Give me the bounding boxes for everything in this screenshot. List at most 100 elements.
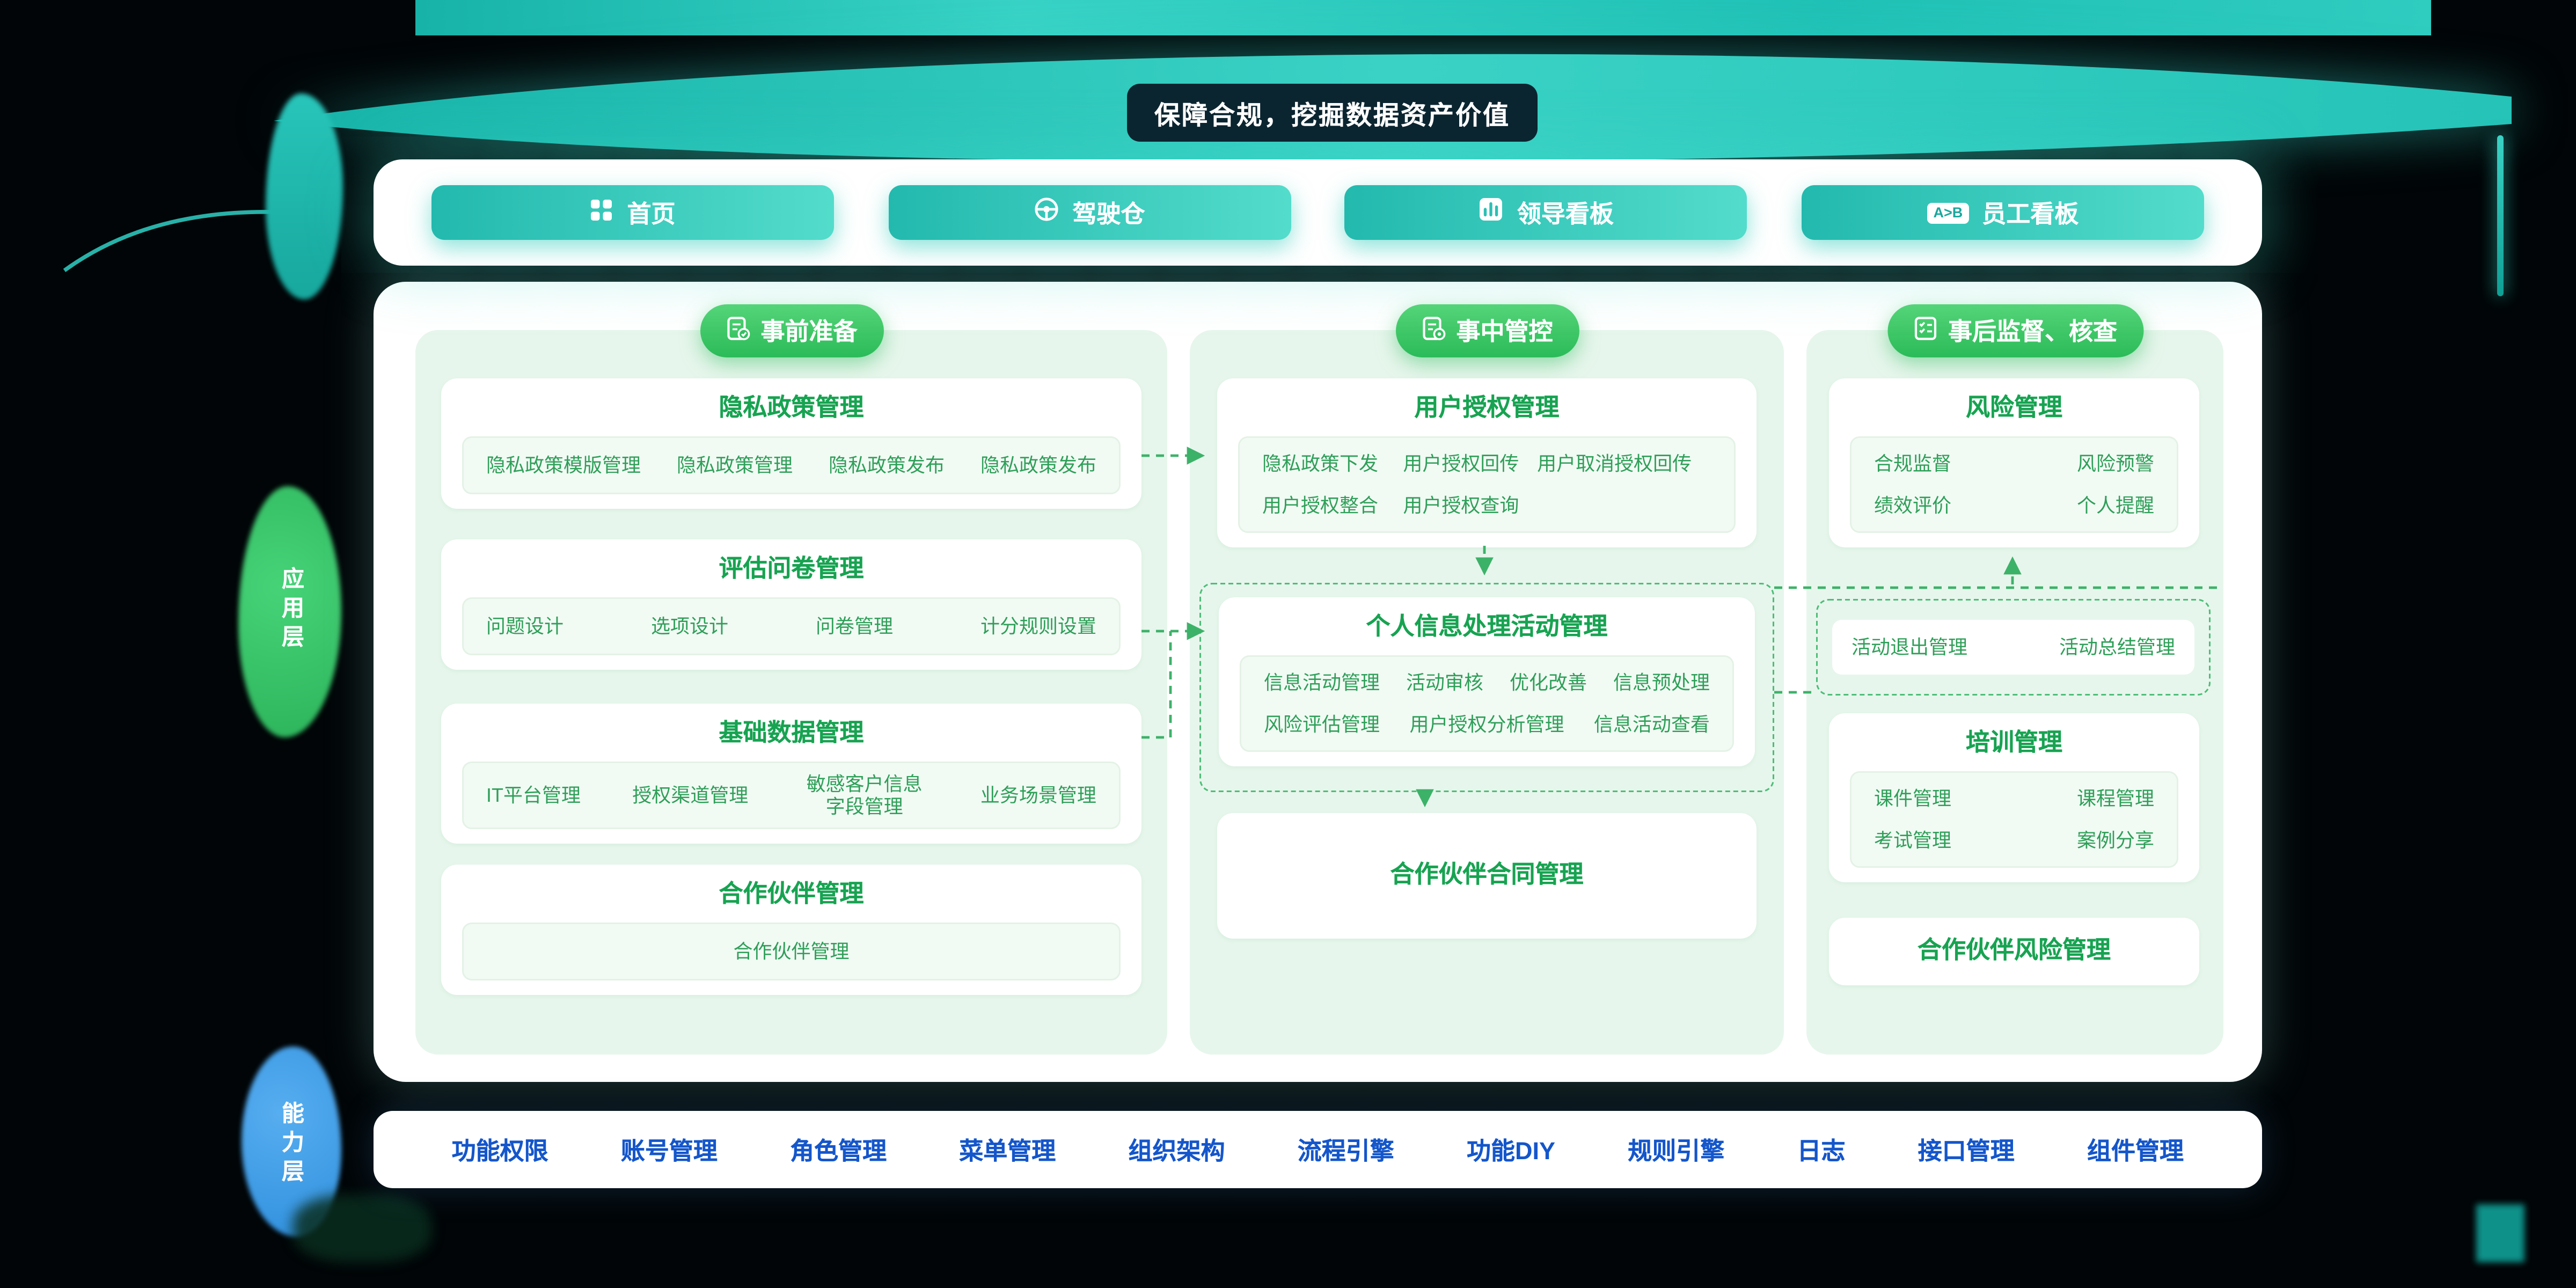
module-item: 业务场景管理: [980, 784, 1096, 807]
nav-button-home[interactable]: 首页: [431, 185, 834, 240]
module-item: 活动退出管理: [1851, 636, 1968, 658]
capability-item-accounts[interactable]: 账号管理: [620, 1137, 718, 1165]
module-item: 问题设计: [486, 615, 564, 638]
card-partner-contract: 合作伙伴合同管理: [1217, 813, 1757, 939]
module-item: 活动总结管理: [2059, 636, 2175, 658]
module-item: 用户授权查询: [1403, 494, 1519, 517]
column-header-post-supervision: 事后监督、核查: [1886, 304, 2143, 357]
module-item: 授权渠道管理: [632, 784, 749, 807]
module-item: 隐私政策发布: [828, 454, 945, 477]
column-pre-preparation: 事前准备 隐私政策管理 隐私政策模版管理 隐私政策管理 隐私政策发布 隐私政策发…: [415, 304, 1167, 1055]
module-item: 信息活动管理: [1264, 671, 1380, 694]
card-title: 用户授权管理: [1414, 394, 1560, 422]
card-assessment-questionnaire: 评估问卷管理 问题设计 选项设计 问卷管理 计分规则设置: [441, 539, 1141, 670]
ab-badge-icon: A>B: [1927, 202, 1970, 223]
module-item: 优化改善: [1509, 671, 1587, 694]
application-layer-blob: [238, 486, 341, 737]
nav-button-label: 驾驶仓: [1072, 200, 1145, 228]
card-title: 个人信息处理活动管理: [1366, 613, 1608, 641]
card-item-strip: IT平台管理 授权渠道管理 敏感客户信息字段管理 业务场景管理: [462, 762, 1121, 829]
capability-item-roles[interactable]: 角色管理: [790, 1137, 887, 1165]
capability-item-diy[interactable]: 功能DIY: [1467, 1137, 1556, 1165]
module-item: 信息预处理: [1613, 671, 1710, 694]
card-title: 评估问卷管理: [719, 555, 864, 583]
module-item: 个人提醒: [2076, 494, 2154, 517]
nav-button-label: 领导看板: [1517, 200, 1614, 228]
module-item: 案例分享: [2076, 829, 2154, 852]
card-partner-risk: 合作伙伴风险管理: [1829, 918, 2199, 985]
module-item: 计分规则设置: [980, 615, 1096, 638]
nav-button-label: 员工看板: [1982, 200, 2079, 228]
column-header-label: 事前准备: [760, 319, 858, 346]
card-title: 培训管理: [1965, 729, 2062, 757]
card-item-strip: 隐私政策下发 用户授权回传 用户取消授权回传 用户授权整合 用户授权查询: [1238, 436, 1736, 533]
capability-item-components[interactable]: 组件管理: [2087, 1137, 2184, 1165]
card-item-strip: 问题设计 选项设计 问卷管理 计分规则设置: [462, 597, 1121, 655]
item-row: 隐私政策下发 用户授权回传 用户取消授权回传: [1262, 448, 1711, 480]
nav-button-cockpit[interactable]: 驾驶仓: [888, 185, 1291, 240]
capability-bar: 功能权限 账号管理 角色管理 菜单管理 组织架构 流程引擎 功能DIY 规则引擎…: [374, 1111, 2262, 1188]
card-user-authorization: 用户授权管理 隐私政策下发 用户授权回传 用户取消授权回传 用户授权整合 用户授…: [1217, 378, 1757, 547]
top-nav-bar: 首页 驾驶仓 领导看板 A>B 员工看板: [374, 159, 2262, 266]
module-item: 隐私政策下发: [1262, 452, 1379, 475]
column-header-in-process-control: 事中管控: [1395, 304, 1579, 357]
card-item-strip: 合作伙伴管理: [462, 923, 1121, 980]
nav-button-employee-dashboard[interactable]: A>B 员工看板: [1801, 185, 2204, 240]
column-in-process-control: 事中管控 用户授权管理 隐私政策下发 用户授权回传 用户取消授权回传 用户授权整…: [1190, 304, 1784, 1055]
capability-item-permissions[interactable]: 功能权限: [451, 1137, 548, 1165]
item-row: 绩效评价 个人提醒: [1874, 489, 2154, 522]
module-item: 风险评估管理: [1264, 713, 1380, 736]
column-post-supervision: 事后监督、核查 风险管理 合规监督 风险预警 绩效评价 个人提醒 活动退出管理 …: [1806, 304, 2223, 1055]
item-row: 用户授权整合 用户授权查询: [1262, 489, 1711, 522]
bar-chart-icon: [1479, 196, 1504, 229]
dark-patch: [293, 1195, 431, 1262]
module-item: 用户授权分析管理: [1409, 713, 1564, 736]
module-item: 考试管理: [1874, 829, 1952, 852]
column-header-pre-preparation: 事前准备: [699, 304, 883, 357]
card-privacy-policy: 隐私政策管理 隐私政策模版管理 隐私政策管理 隐私政策发布 隐私政策发布: [441, 378, 1141, 509]
module-item: 课件管理: [1874, 787, 1952, 810]
module-item: 敏感客户信息字段管理: [806, 773, 923, 818]
teal-patch: [2476, 1204, 2524, 1262]
module-item: 合规监督: [1874, 452, 1952, 475]
item-row: 合规监督 风险预警: [1874, 448, 2154, 480]
left-arc-line: [63, 210, 290, 273]
capability-item-rules[interactable]: 规则引擎: [1628, 1137, 1725, 1165]
card-item-strip: 合规监督 风险预警 绩效评价 个人提醒: [1850, 436, 2178, 533]
card-item-strip: 信息活动管理 活动审核 优化改善 信息预处理 风险评估管理 用户授权分析管理 信…: [1240, 655, 1734, 752]
card-title: 隐私政策管理: [719, 394, 864, 422]
column-header-label: 事中管控: [1456, 319, 1553, 346]
module-item: 课程管理: [2076, 787, 2154, 810]
nav-button-label: 首页: [627, 200, 676, 228]
card-risk-management: 风险管理 合规监督 风险预警 绩效评价 个人提醒: [1829, 378, 2199, 547]
card-personal-info-activity: 个人信息处理活动管理 信息活动管理 活动审核 优化改善 信息预处理 风险评估管理…: [1219, 597, 1755, 766]
card-partner-management: 合作伙伴管理 合作伙伴管理: [441, 865, 1141, 995]
item-row: 课件管理 课程管理: [1874, 782, 2154, 815]
card-title: 合作伙伴管理: [719, 881, 864, 908]
document-gear-icon: [1421, 315, 1445, 347]
activity-exit-dashed-box: 活动退出管理 活动总结管理: [1816, 599, 2211, 696]
capability-item-api[interactable]: 接口管理: [1918, 1137, 2015, 1165]
module-item: 隐私政策管理: [676, 454, 793, 477]
capability-item-menus[interactable]: 菜单管理: [959, 1137, 1056, 1165]
capability-item-logs[interactable]: 日志: [1797, 1137, 1846, 1165]
module-item: 信息活动查看: [1593, 713, 1710, 736]
module-item: 隐私政策发布: [980, 454, 1096, 477]
module-item: 选项设计: [650, 615, 729, 638]
module-item: 问卷管理: [815, 615, 894, 638]
module-item: 用户授权回传: [1403, 452, 1519, 475]
teal-blob: [266, 93, 343, 299]
card-item-strip: 课件管理 课程管理 考试管理 案例分享: [1850, 771, 2178, 868]
nav-button-leader-dashboard[interactable]: 领导看板: [1344, 185, 1747, 240]
module-item: 隐私政策模版管理: [486, 454, 641, 477]
item-row: 风险评估管理 用户授权分析管理 信息活动查看: [1264, 708, 1710, 741]
capability-item-workflow[interactable]: 流程引擎: [1297, 1137, 1394, 1165]
capability-layer-label: 能力层: [280, 1101, 306, 1188]
application-layer-label: 应用层: [280, 567, 306, 654]
module-item: 合作伙伴管理: [733, 940, 850, 963]
capability-item-org[interactable]: 组织架构: [1128, 1137, 1225, 1165]
steering-wheel-icon: [1034, 196, 1059, 229]
column-header-label: 事后监督、核查: [1948, 319, 2118, 346]
card-item-strip: 活动退出管理 活动总结管理: [1832, 620, 2194, 675]
